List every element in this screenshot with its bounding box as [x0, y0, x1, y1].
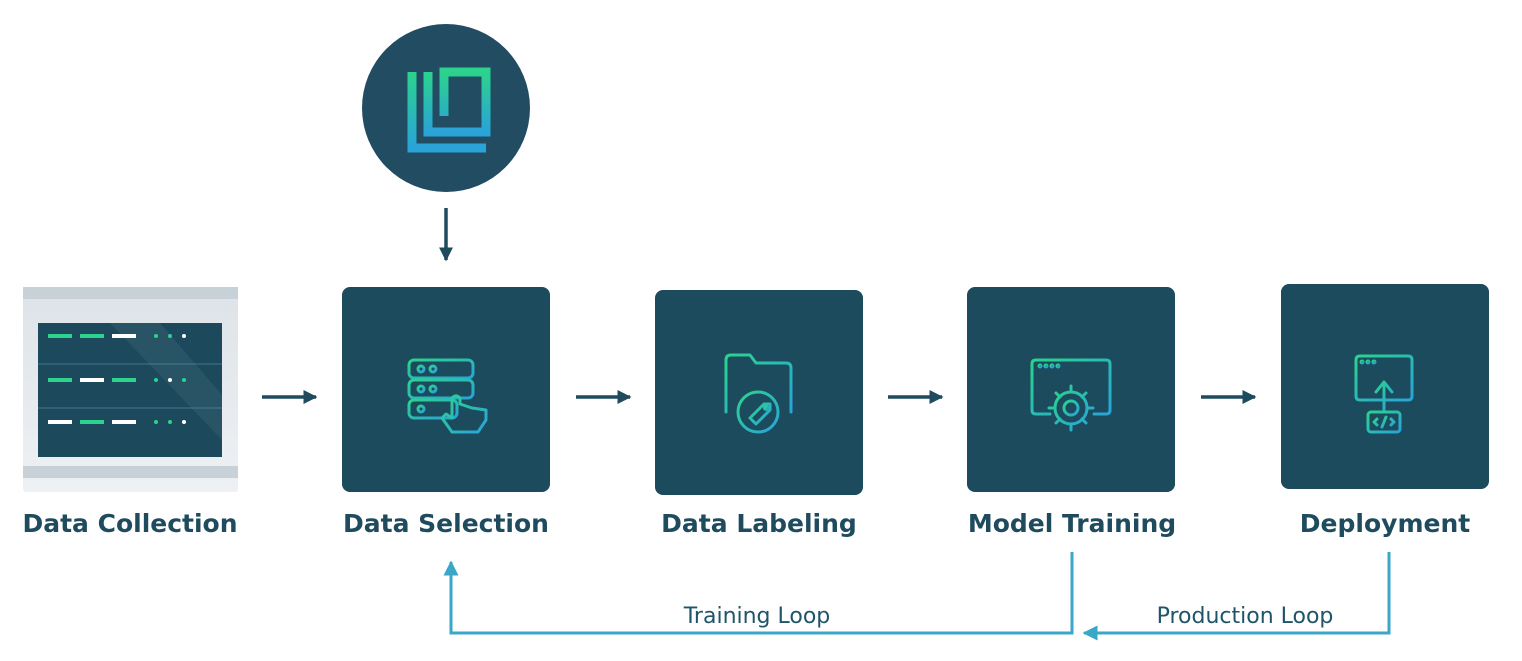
training-loop-line: [443, 552, 1074, 635]
production-loop-label: Production Loop: [1157, 604, 1334, 629]
stage-box-model-training: [967, 287, 1175, 492]
stage-box-deployment: [1281, 284, 1489, 489]
stage-label-deployment: Deployment: [1300, 509, 1470, 538]
stage-box-data-selection: [342, 287, 550, 492]
window-gear-icon: [1030, 358, 1112, 432]
stage-label-data-selection: Data Selection: [343, 509, 549, 538]
lightly-logo-icon: [362, 24, 530, 192]
stage-box-data-labeling: [655, 290, 863, 495]
training-loop-label: Training Loop: [683, 604, 831, 629]
stage-label-data-labeling: Data Labeling: [661, 509, 857, 538]
production-loop-line: [1082, 552, 1391, 641]
server-rack-icon: [23, 287, 238, 492]
database-hand-icon: [407, 358, 488, 434]
stage-label-model-training: Model Training: [968, 509, 1176, 538]
stage-label-data-collection: Data Collection: [22, 509, 237, 538]
folder-tag-icon: [724, 353, 793, 434]
window-upload-code-icon: [1354, 354, 1414, 434]
